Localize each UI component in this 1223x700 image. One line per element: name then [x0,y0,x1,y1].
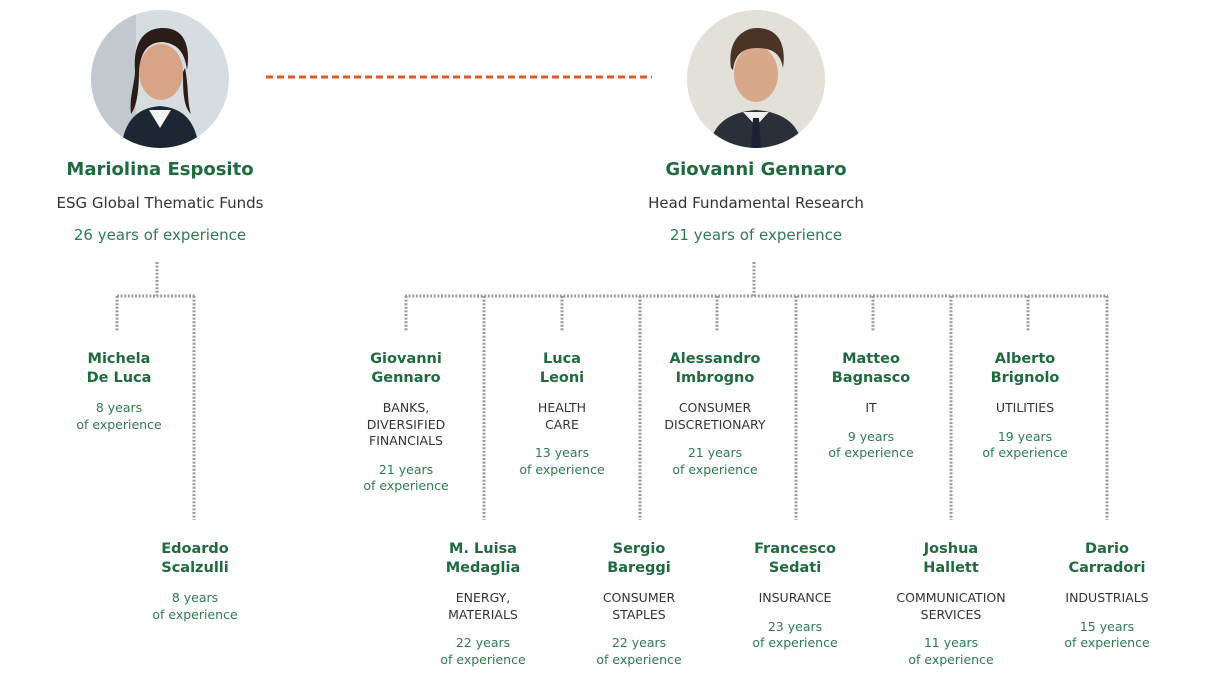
member-name: Luca Leoni [539,351,585,386]
member-experience: 8 years of experience [76,400,162,432]
leader-name-gennaro: Giovanni Gennaro [665,159,847,180]
leader-experience-gennaro: 21 years of experience [669,226,843,244]
member-experience: 19 years of experience [982,428,1068,461]
esg-branch-connectors [115,262,196,520]
team-member-card: Giovanni Gennaro BANKS, DIVERSIFIED FINA… [328,350,484,495]
member-experience: 8 years of experience [152,590,238,622]
team-member-card: Sergio Bareggi CONSUMER STAPLES 22 years… [561,540,717,668]
member-name: Alessandro Imbrogno [669,351,761,386]
member-name: Matteo Bagnasco [831,351,911,386]
member-name: Dario Carradori [1068,541,1146,576]
member-experience: 15 years of experience [1064,618,1150,651]
team-member-card: Francesco Sedati INSURANCE 23 years of e… [717,540,873,652]
member-experience: 11 years of experience [908,635,994,667]
member-name: Giovanni Gennaro [370,351,442,386]
member-sector: ENERGY, MATERIALS [448,590,518,622]
leader-role-gennaro: Head Fundamental Research [648,194,864,212]
team-member-card: Alessandro Imbrogno CONSUMER DISCRETIONA… [637,350,793,478]
member-sector: CONSUMER DISCRETIONARY [664,400,766,432]
team-member-card: M. Luisa Medaglia ENERGY, MATERIALS 22 y… [405,540,561,668]
member-name: Joshua Hallett [923,541,979,576]
team-member-card: Edoardo Scalzulli 8 years of experience [117,540,273,623]
member-experience: 21 years of experience [672,445,758,477]
member-sector: BANKS, DIVERSIFIED FINANCIALS [366,400,446,448]
member-name: Michela De Luca [86,351,152,386]
member-experience: 23 years of experience [752,618,838,651]
member-experience: 21 years of experience [363,461,449,494]
member-sector: HEALTH CARE [537,400,587,432]
member-name: Alberto Brignolo [990,351,1060,386]
member-sector: INDUSTRIALS [1065,590,1149,605]
member-sector: UTILITIES [995,400,1055,415]
team-member-card: Joshua Hallett COMMUNICATION SERVICES 11… [873,540,1029,668]
avatar-giovanni-gennaro [687,10,825,148]
member-experience: 22 years of experience [596,635,682,667]
member-sector: COMMUNICATION SERVICES [896,590,1006,622]
avatar-mariolina-esposito [91,10,229,148]
member-sector: INSURANCE [758,590,832,605]
team-member-card: Matteo Bagnasco IT 9 years of experience [793,350,949,462]
team-member-card: Luca Leoni HEALTH CARE 13 years of exper… [484,350,640,478]
team-member-card: Alberto Brignolo UTILITIES 19 years of e… [947,350,1103,462]
leader-name-esposito: Mariolina Esposito [66,159,254,180]
member-experience: 22 years of experience [440,635,526,667]
member-name: Sergio Bareggi [607,541,671,576]
member-sector: IT [865,400,877,415]
team-member-card: Dario Carradori INDUSTRIALS 15 years of … [1029,540,1185,652]
member-name: M. Luisa Medaglia [445,541,521,576]
member-name: Edoardo Scalzulli [161,541,229,576]
member-experience: 13 years of experience [519,445,605,477]
member-name: Francesco Sedati [754,541,836,576]
research-branch-connectors [404,262,1109,520]
team-member-card: Michela De Luca 8 years of experience [41,350,197,433]
leader-experience-esposito: 26 years of experience [73,226,247,244]
member-experience: 9 years of experience [828,428,914,461]
leader-role-esposito: ESG Global Thematic Funds [56,194,264,212]
member-sector: CONSUMER STAPLES [602,590,676,622]
